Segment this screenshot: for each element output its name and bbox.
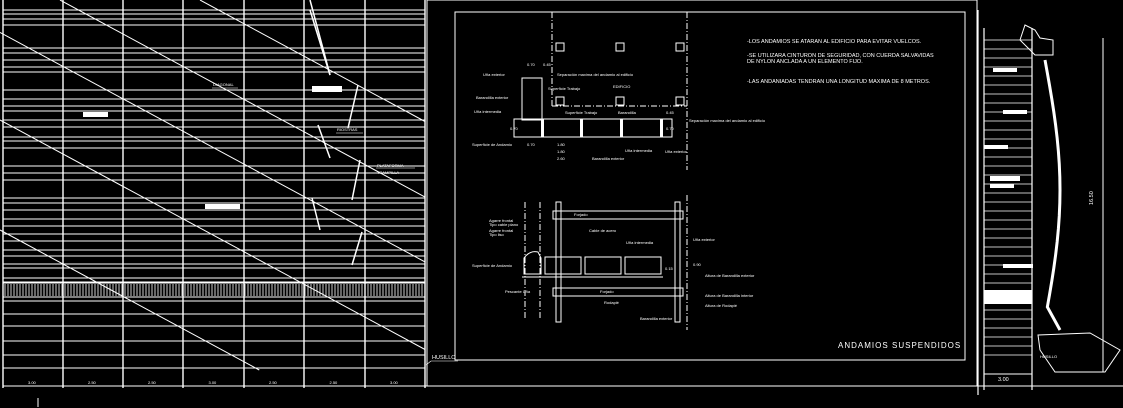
forjado-bottom <box>552 287 684 297</box>
label-forjado-2: Forjado <box>600 289 614 294</box>
label-trampilla: TRAMPILLA <box>377 170 400 175</box>
drawing-title: ANDAMIOS SUSPENDIDOS <box>838 341 961 350</box>
note-2a: -SE UTILIZARA CINTURON DE SEGURIDAD, CON… <box>747 53 934 59</box>
dim: 1.80 <box>557 149 566 154</box>
trapdoor-ladder <box>351 159 361 201</box>
section-detail: Forjado Forjado Agarre frontal Tipo cabl… <box>472 195 755 330</box>
notes: -LOS ANDAMIOS SE ATARAN AL EDIFICIO PARA… <box>747 39 934 85</box>
note-3: -LAS ANDANIADAS TENDRAN UNA LONGITUD MAX… <box>747 79 931 85</box>
gondola-top <box>1019 24 1054 56</box>
bay-dimension: 2.50 <box>148 380 157 385</box>
diagonal-brace <box>59 0 426 198</box>
dim: 0.70 <box>510 126 519 131</box>
diagonal-brace <box>0 119 426 350</box>
bay-dimension-labels: 3.00 2.50 2.50 3.00 2.50 2.50 3.00 <box>28 380 399 385</box>
dim-width: 3.00 <box>998 377 1009 383</box>
bay-dimension: 2.50 <box>269 380 278 385</box>
title-suspendidos: SUSPENDIDOS <box>892 341 961 350</box>
trapdoor-ladder <box>311 197 321 231</box>
side-view <box>977 10 1121 395</box>
label-barandilla-exterior-b: Barandilla exterior <box>592 156 625 161</box>
plan-detail: EDIFICIO Uña exterior Barandilla exterio… <box>472 12 766 170</box>
debris-chute <box>1043 59 1062 331</box>
label-husillo: HUSILLO <box>432 355 456 361</box>
dim: 0.15 <box>665 266 674 271</box>
label-agarre-1b: Tipo cable plano <box>489 222 519 227</box>
side-panel <box>1003 110 1027 114</box>
label-superficie-s: Superficie de Andamio <box>472 263 513 268</box>
trapdoor-ladder <box>347 84 359 129</box>
label-diagonal: DIAGONAL <box>213 82 234 87</box>
label-separacion-right: Separación maxima del andamio al edifici… <box>689 118 766 123</box>
diagonal-brace <box>199 0 426 122</box>
platform-band <box>2 282 426 298</box>
side-panel <box>990 184 1014 188</box>
label-plataforma: PLATAFORMA <box>377 163 404 168</box>
side-panel <box>990 176 1020 181</box>
side-platform <box>984 290 1032 304</box>
dim: 2.60 <box>557 156 566 161</box>
label-riostras: RIOSTRAS <box>337 127 358 132</box>
scaffold-elevation <box>0 0 426 388</box>
label-separacion-top: Separación maxima del andamio al edifici… <box>557 72 634 77</box>
dim: 0.45 <box>666 110 675 115</box>
dim-height: 16.50 <box>1089 191 1095 205</box>
label-una-intermedia-s: Uña intermedia <box>626 240 654 245</box>
label-husillo-side: HUSILLO <box>1040 354 1057 359</box>
trapdoor-panel <box>312 86 342 92</box>
diagonal-brace <box>0 229 260 371</box>
trapdoor-ladder <box>317 124 331 159</box>
title-andamios: ANDAMIOS <box>838 341 889 350</box>
bay-dimension: 3.00 <box>209 380 218 385</box>
label-barandilla-ext-s: Barandilla exterior <box>640 316 673 321</box>
label-superficie-trabajo: Superficie Trabajo <box>548 86 581 91</box>
label-una-exterior: Uña exterior <box>483 72 505 77</box>
label-rodapie: Rodapié <box>604 300 620 305</box>
trapdoor-ladder <box>309 0 331 76</box>
side-panel <box>984 145 1008 149</box>
bay-dimension: 2.50 <box>330 380 339 385</box>
label-altura-bar-ext: Altura de Barandilla exterior <box>705 273 755 278</box>
bay-dimension: 3.00 <box>390 380 399 385</box>
label-barandilla-exterior: Barandilla exterior <box>476 95 509 100</box>
debris-container <box>1037 332 1121 373</box>
label-edificio: EDIFICIO <box>613 84 630 89</box>
side-panel <box>993 68 1017 72</box>
label-una-intermedia: Uña intermedia <box>474 109 502 114</box>
dim: 0.70 <box>527 62 536 67</box>
label-agarre-2: Agarre frontal <box>489 228 513 233</box>
label-superficie-trabajo-2: Superficie Trabajo <box>565 110 598 115</box>
side-panel <box>1003 264 1033 268</box>
bay-dimension: 2.50 <box>88 380 97 385</box>
label-altura-bar-int: Altura de Barandilla interior <box>705 293 754 298</box>
label-forjado: Forjado <box>574 212 588 217</box>
label-cable: Cable de acero <box>589 228 617 233</box>
label-agarre-1: Agarre frontal <box>489 218 513 223</box>
note-2b: DE NYLON ANCLADA A UN ELEMENTO FIJO. <box>747 59 863 65</box>
note-1: -LOS ANDAMIOS SE ATARAN AL EDIFICIO PARA… <box>747 39 922 45</box>
dim: 0.70 <box>527 142 536 147</box>
label-una-exterior-s: Uña exterior <box>693 237 715 242</box>
forjado-top <box>552 210 684 220</box>
dim: 1.80 <box>557 142 566 147</box>
trapdoor-ladder <box>351 231 363 266</box>
sheet-inner-frame <box>454 11 966 361</box>
diagonal-brace <box>0 31 426 263</box>
label-pescante: Pescante Uña <box>505 289 531 294</box>
label-barandilla: Barandilla <box>618 110 637 115</box>
dim: 0.70 <box>666 126 675 131</box>
label-altura-rodapie: Altura de Rodapié <box>705 303 738 308</box>
dim: 0.45 <box>543 62 552 67</box>
label-agarre-2b: Tipo liso <box>489 232 505 237</box>
label-una-exterior-b: Uña exterior <box>665 149 687 154</box>
dim: 0.90 <box>693 262 702 267</box>
trapdoor-panel <box>83 112 108 117</box>
elevation-labels: DIAGONAL RIOSTRAS PLATAFORMA TRAMPILLA H… <box>212 82 458 366</box>
label-una-intermedia-b: Uña intermedia <box>625 148 653 153</box>
label-superficie-andamio: Superficie de Andamio <box>472 142 513 147</box>
bay-dimension: 3.00 <box>28 380 37 385</box>
trapdoor-panel <box>205 204 240 209</box>
